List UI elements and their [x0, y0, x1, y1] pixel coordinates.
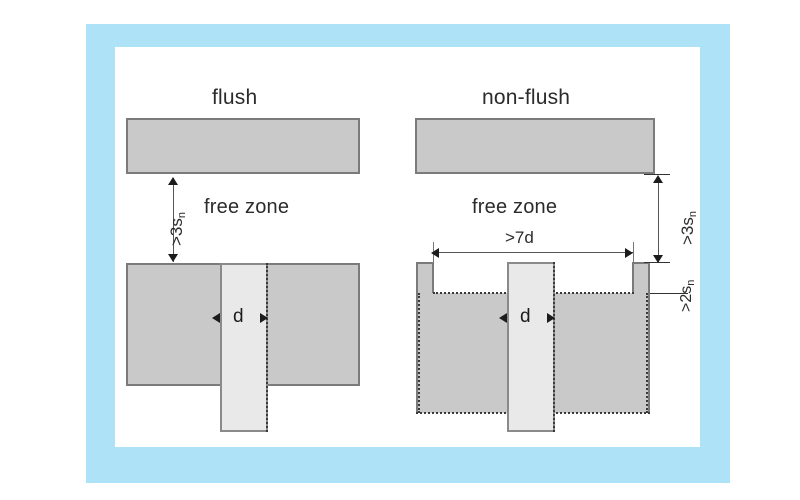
- right-recess-width-label: >7d: [505, 228, 534, 247]
- right-clearance-arrow-up-icon: [653, 175, 663, 183]
- left-free-zone-label: free zone: [204, 196, 290, 218]
- right-panel-caption: non-flush: [482, 86, 571, 109]
- right-recess-width-arrow-right-icon: [625, 248, 633, 258]
- left-clearance-label: >3sn: [167, 211, 188, 246]
- left-clearance-arrow-up-icon: [168, 177, 178, 185]
- right-clearance-label-text: >3s: [678, 217, 697, 245]
- right-recess-depth-label: >2sn: [678, 279, 697, 312]
- right-recess-width-dimension-line: [433, 252, 633, 253]
- right-clearance-arrow-down-icon: [653, 255, 663, 263]
- right-recess-wall-left: [416, 262, 434, 295]
- right-recess-depth-tick: [650, 293, 688, 294]
- right-block-dotted-left: [418, 293, 420, 413]
- right-rod-diameter-label: d: [520, 306, 531, 327]
- right-rod-dotted-edge: [553, 262, 555, 432]
- right-clearance-dimension-line: [658, 177, 659, 262]
- right-block-dotted-right: [646, 293, 648, 413]
- right-clearance-tick-top: [644, 174, 670, 175]
- right-block-outline-right: [648, 262, 650, 413]
- left-sensor-rod: [220, 263, 268, 432]
- right-sensor-rod: [507, 262, 555, 432]
- right-free-zone-label: free zone: [472, 196, 558, 218]
- right-clearance-label: >3sn: [678, 210, 699, 245]
- right-block-outline-left: [416, 262, 418, 413]
- left-rod-diameter-label: d: [233, 306, 244, 327]
- left-clearance-label-subscript: n: [176, 211, 188, 219]
- left-clearance-dimension-line: [173, 178, 174, 262]
- left-top-target-block: [126, 118, 360, 174]
- right-recess-depth-label-subscript: n: [685, 279, 697, 286]
- left-rod-arrow-right-icon: [260, 313, 268, 323]
- right-recess-width-arrow-left-icon: [431, 248, 439, 258]
- left-panel-caption: flush: [212, 86, 258, 109]
- right-rod-arrow-left-icon: [499, 313, 507, 323]
- right-recess-width-extension-right: [633, 242, 634, 264]
- left-rod-dotted-edge: [266, 263, 268, 432]
- right-recess-depth-label-text: >2s: [678, 285, 695, 312]
- left-clearance-label-text: >3s: [167, 218, 186, 246]
- left-rod-arrow-left-icon: [212, 313, 220, 323]
- right-clearance-label-subscript: n: [687, 210, 699, 218]
- left-clearance-arrow-down-icon: [168, 254, 178, 262]
- right-top-target-block: [415, 118, 655, 174]
- right-rod-arrow-right-icon: [547, 313, 555, 323]
